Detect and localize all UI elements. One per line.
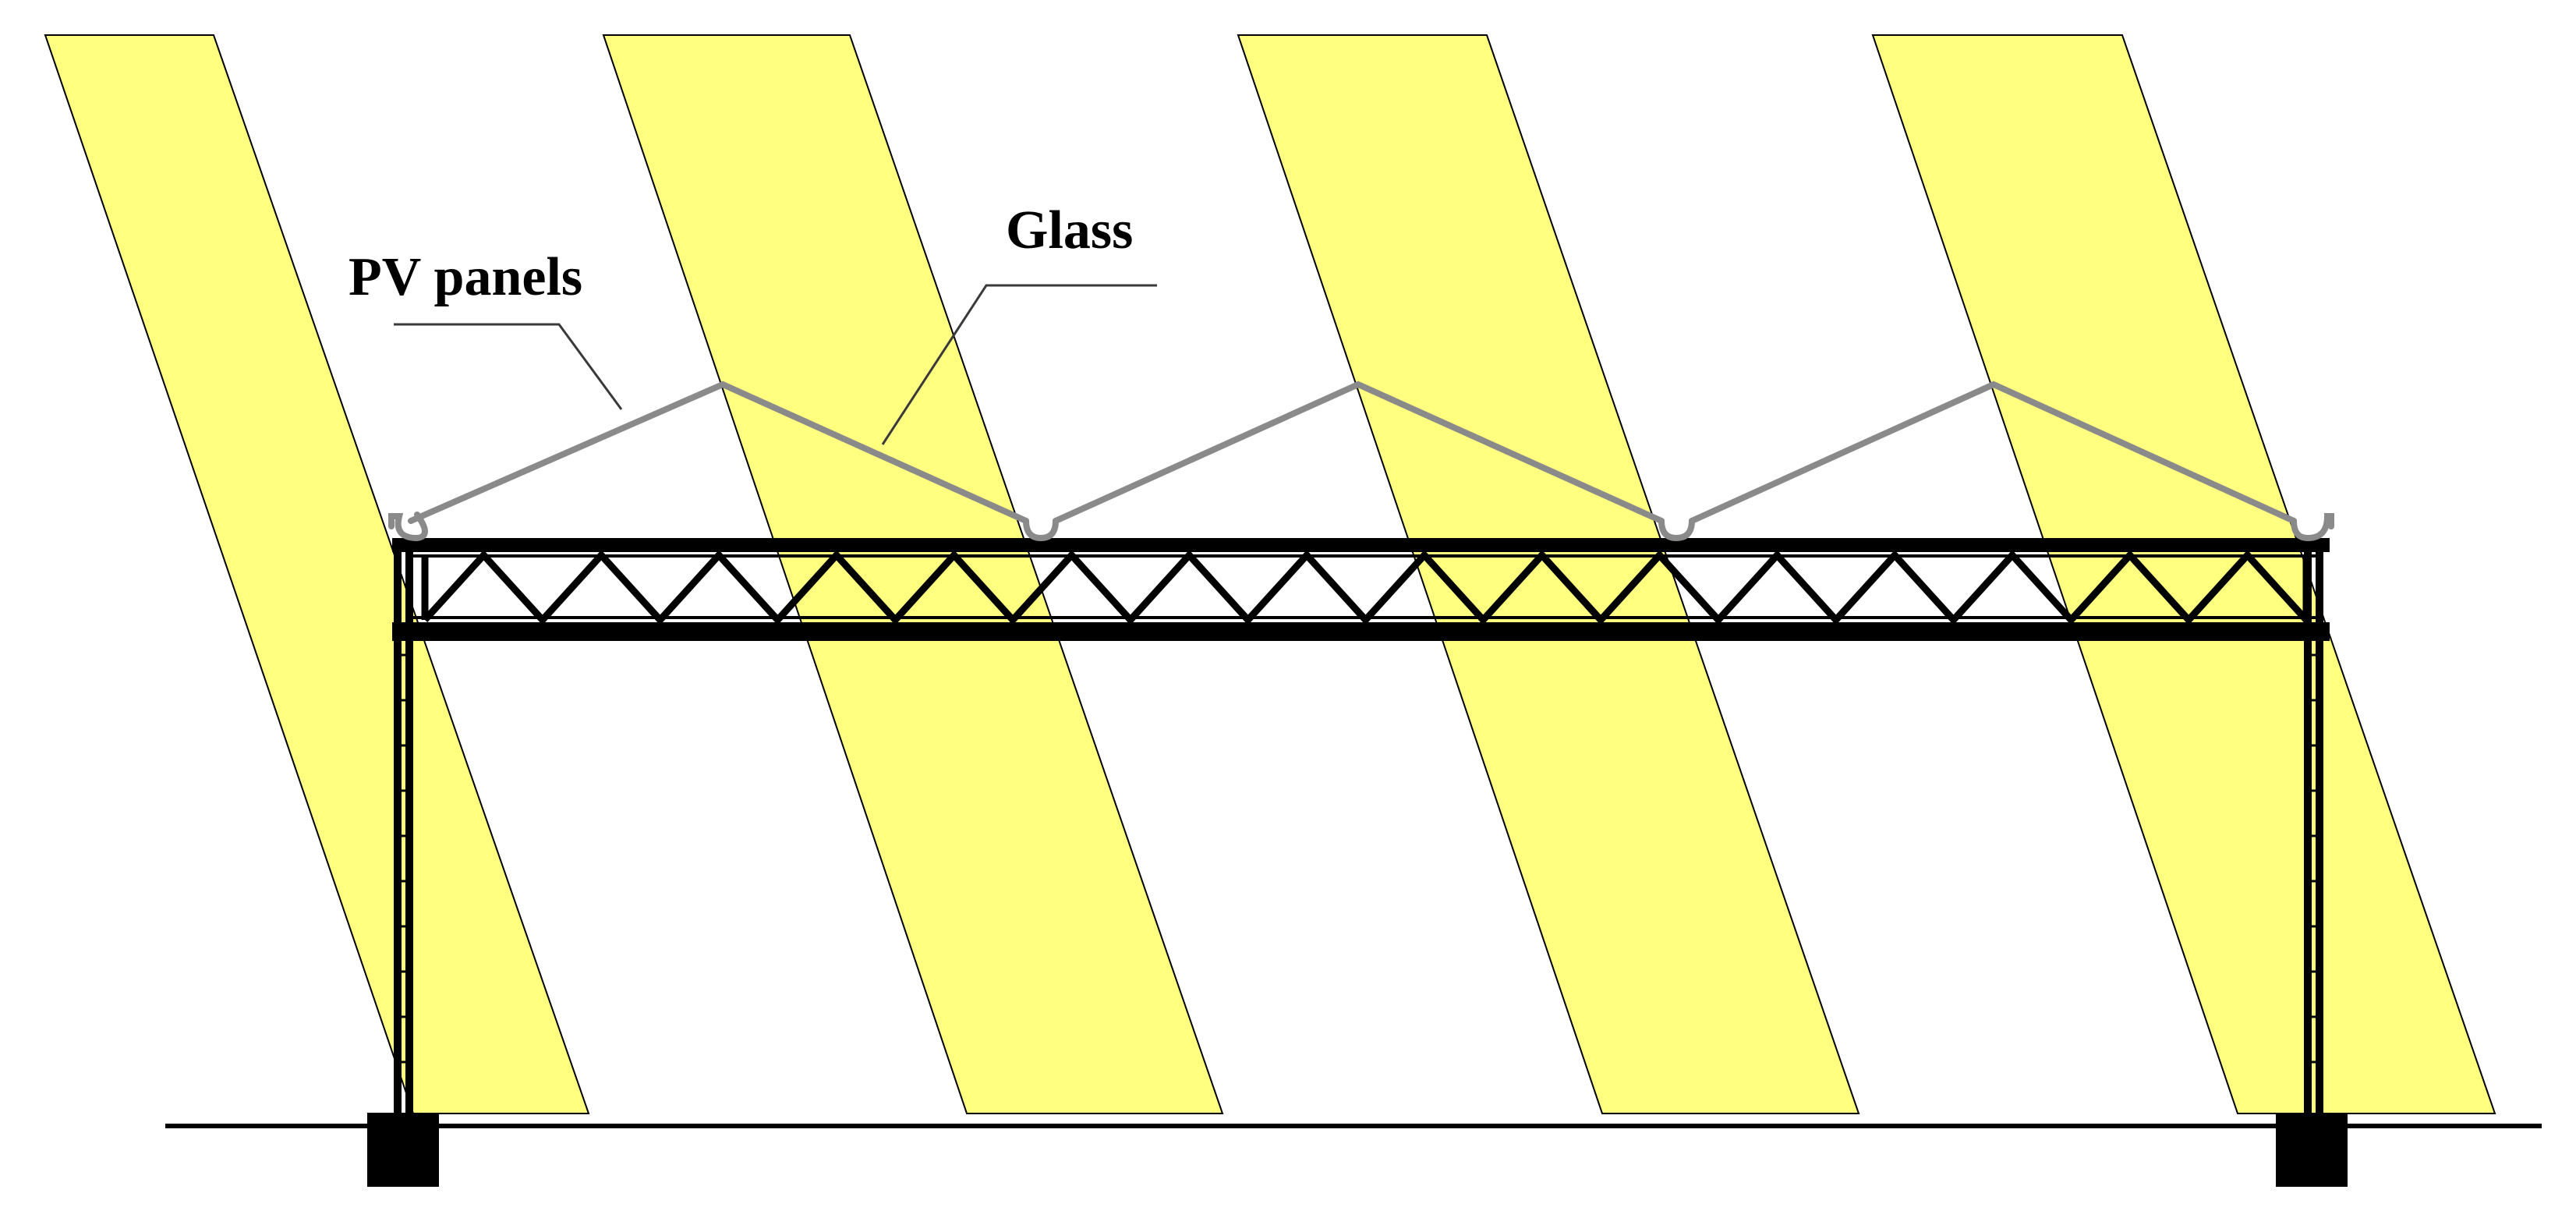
gutter-3 <box>1658 518 1695 542</box>
truss-bottom-chord <box>392 622 2330 641</box>
roof-tooth-1 <box>408 381 1029 524</box>
glass-leader <box>881 284 1157 445</box>
roof-tooth-3 <box>1689 381 2297 524</box>
sunlight-band-2 <box>602 34 1224 1114</box>
sunlight-bands <box>44 34 2496 1114</box>
truss-top-chord <box>392 538 2330 552</box>
glass-label: Glass <box>1006 200 1133 260</box>
gutter-4 <box>2291 513 2334 542</box>
pv-panels-label: PV panels <box>349 247 582 307</box>
gutter-1 <box>388 512 428 542</box>
foundation-block-right-icon <box>2276 1113 2348 1187</box>
foundation-block-left-icon <box>367 1113 439 1187</box>
sunlight-band-1 <box>44 34 590 1114</box>
truss-zigzag <box>422 550 2309 625</box>
roof-truss <box>392 538 2330 641</box>
left-column <box>394 542 413 1113</box>
gutter-2 <box>1023 518 1059 542</box>
pv-panels-leader <box>394 323 623 410</box>
truss-web-diagonals <box>421 550 2310 625</box>
sunlight-band-4 <box>1871 34 2496 1114</box>
sunlight-band-3 <box>1237 34 1860 1114</box>
sawtooth-roof <box>388 381 2334 542</box>
roof-tooth-2 <box>1053 381 1665 524</box>
right-column <box>2304 542 2323 1113</box>
